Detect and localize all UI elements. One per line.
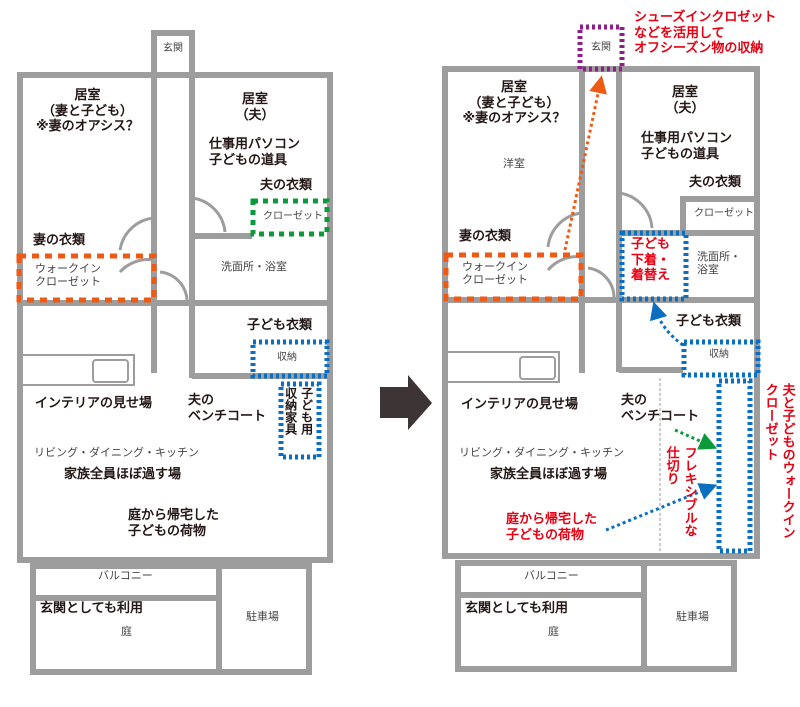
- bench-line: 夫の: [188, 393, 215, 408]
- room-occupants: （夫）: [235, 107, 275, 123]
- kids-clothes-label: 子ども衣類: [247, 318, 313, 333]
- item-text: 仕事用パソコン: [209, 137, 301, 152]
- room-note: ※妻のオアシス？: [462, 111, 566, 127]
- room-wife-title: 居室 （妻と子ども） ※妻のオアシス？: [25, 88, 150, 135]
- note-line: などを活用して: [634, 25, 725, 41]
- walkin-note-label-b: クローゼット: [762, 383, 778, 461]
- ldk-label: リビング・ダイニング・キッチン: [34, 446, 199, 459]
- kids-stuff-label: 庭から帰宅した 子どもの荷物: [506, 512, 597, 543]
- kids-stuff-line: 庭から帰宅した: [128, 508, 220, 523]
- bench-line: ベンチコート: [621, 408, 700, 424]
- walkin-line: クローゼット: [462, 273, 528, 287]
- ldk-label: リビング・ダイニング・キッチン: [459, 446, 624, 459]
- note-line: オフシーズン物の収納: [634, 41, 764, 57]
- storage-label: 収納: [277, 352, 297, 363]
- bench-coat-label: 夫の ベンチコート: [621, 393, 699, 424]
- genkan-label: 玄関: [591, 42, 611, 53]
- item-text: 仕事用パソコン: [641, 131, 733, 146]
- bench-coat-label: 夫の ベンチコート: [188, 393, 266, 424]
- note-line: シューズインクロゼット: [634, 10, 777, 25]
- room-label: 居室: [74, 88, 101, 103]
- room-label: 居室: [671, 85, 698, 100]
- husband-clothes-label: 夫の衣類: [260, 178, 313, 193]
- storage-label: 収納: [709, 349, 729, 360]
- walkin-closet-label: ウォークイン クローゼット: [462, 260, 528, 286]
- bath-line: 洗面所・: [697, 250, 741, 263]
- kids-stuff-label: 庭から帰宅した 子どもの荷物: [128, 508, 219, 539]
- room-label: 居室: [241, 92, 268, 107]
- room-note: ※妻のオアシス？: [35, 119, 140, 135]
- room-husband-title: 居室 （夫）: [205, 92, 305, 123]
- kids-furniture-label-a: 子ども用: [299, 387, 314, 435]
- closet-label: クローゼット: [263, 211, 323, 222]
- entrance-use-label: 玄関としても利用: [465, 601, 568, 616]
- kids-furniture-label-b: 収納家具: [283, 387, 298, 435]
- bath-line: 浴室: [697, 263, 719, 277]
- kids-stuff-line: 庭から帰宅した: [506, 512, 598, 527]
- walkin-line: ウォークイン: [462, 260, 528, 273]
- wife-clothes-label: 妻の衣類: [33, 233, 86, 248]
- parking-label: 駐車場: [246, 610, 279, 623]
- husband-items: 仕事用パソコン 子どもの道具: [641, 131, 732, 162]
- parking-label: 駐車場: [676, 610, 709, 623]
- shoes-closet-note: シューズインクロゼット などを活用して オフシーズン物の収納: [634, 10, 776, 57]
- bath-label: 洗面所・浴室: [221, 260, 287, 273]
- kids-change-line: 着替え: [631, 268, 671, 284]
- room-husband-title: 居室 （夫）: [635, 85, 735, 116]
- kids-stuff-line: 子どもの荷物: [506, 527, 585, 543]
- wife-clothes-label: 妻の衣類: [459, 229, 512, 244]
- garden-label: 庭: [121, 625, 132, 638]
- room-occupants: （妻と子ども）: [468, 95, 560, 111]
- garden-label: 庭: [548, 625, 559, 638]
- balcony-label: バルコニー: [98, 569, 153, 582]
- kids-change-line: 下着・: [631, 252, 671, 268]
- flexible-partition-label-a: フレキシブルな: [681, 446, 697, 537]
- walkin-line: クローゼット: [35, 275, 101, 289]
- family-label: 家族全員ほぼ過す場: [64, 467, 182, 482]
- kids-change-line: 子ども: [631, 237, 671, 252]
- walkin-line: ウォークイン: [35, 262, 101, 275]
- bath-label: 洗面所・ 浴室: [697, 250, 741, 276]
- item-text: 子どもの道具: [641, 146, 720, 162]
- husband-clothes-label: 夫の衣類: [689, 175, 742, 190]
- room-occupants: （妻と子ども）: [41, 103, 133, 119]
- before-plan-highlights: [16, 198, 330, 460]
- balcony-label: バルコニー: [524, 569, 579, 582]
- genkan-label: 玄関: [163, 43, 183, 54]
- room-label: 居室: [500, 80, 527, 95]
- after-plan-highlights: [443, 24, 761, 554]
- arrow-right-icon: [380, 375, 432, 430]
- western-room-label: 洋室: [503, 157, 525, 170]
- kids-change-label: 子ども 下着・ 着替え: [631, 237, 670, 284]
- walkin-note-label-a: 夫と子どものウォークイン: [779, 383, 795, 539]
- before-plan-walls: [17, 30, 333, 675]
- husband-items: 仕事用パソコン 子どもの道具: [209, 137, 300, 168]
- bench-line: ベンチコート: [188, 408, 267, 424]
- room-wife-title: 居室 （妻と子ども） ※妻のオアシス？: [450, 80, 578, 127]
- kids-stuff-line: 子どもの荷物: [128, 523, 207, 539]
- bench-line: 夫の: [621, 393, 648, 408]
- after-plan-arrows: [563, 75, 718, 532]
- entrance-use-label: 玄関としても利用: [40, 601, 143, 616]
- closet-label: クローゼット: [694, 208, 754, 219]
- kids-clothes-label: 子ども衣類: [676, 314, 742, 329]
- interior-label: インテリアの見せ場: [461, 397, 579, 412]
- flexible-partition-label-b: 仕切り: [663, 446, 679, 485]
- family-label: 家族全員ほぼ過す場: [490, 467, 608, 482]
- interior-label: インテリアの見せ場: [35, 396, 153, 411]
- item-text: 子どもの道具: [209, 152, 288, 168]
- room-occupants: （夫）: [665, 100, 705, 116]
- walkin-closet-label: ウォークイン クローゼット: [35, 262, 101, 288]
